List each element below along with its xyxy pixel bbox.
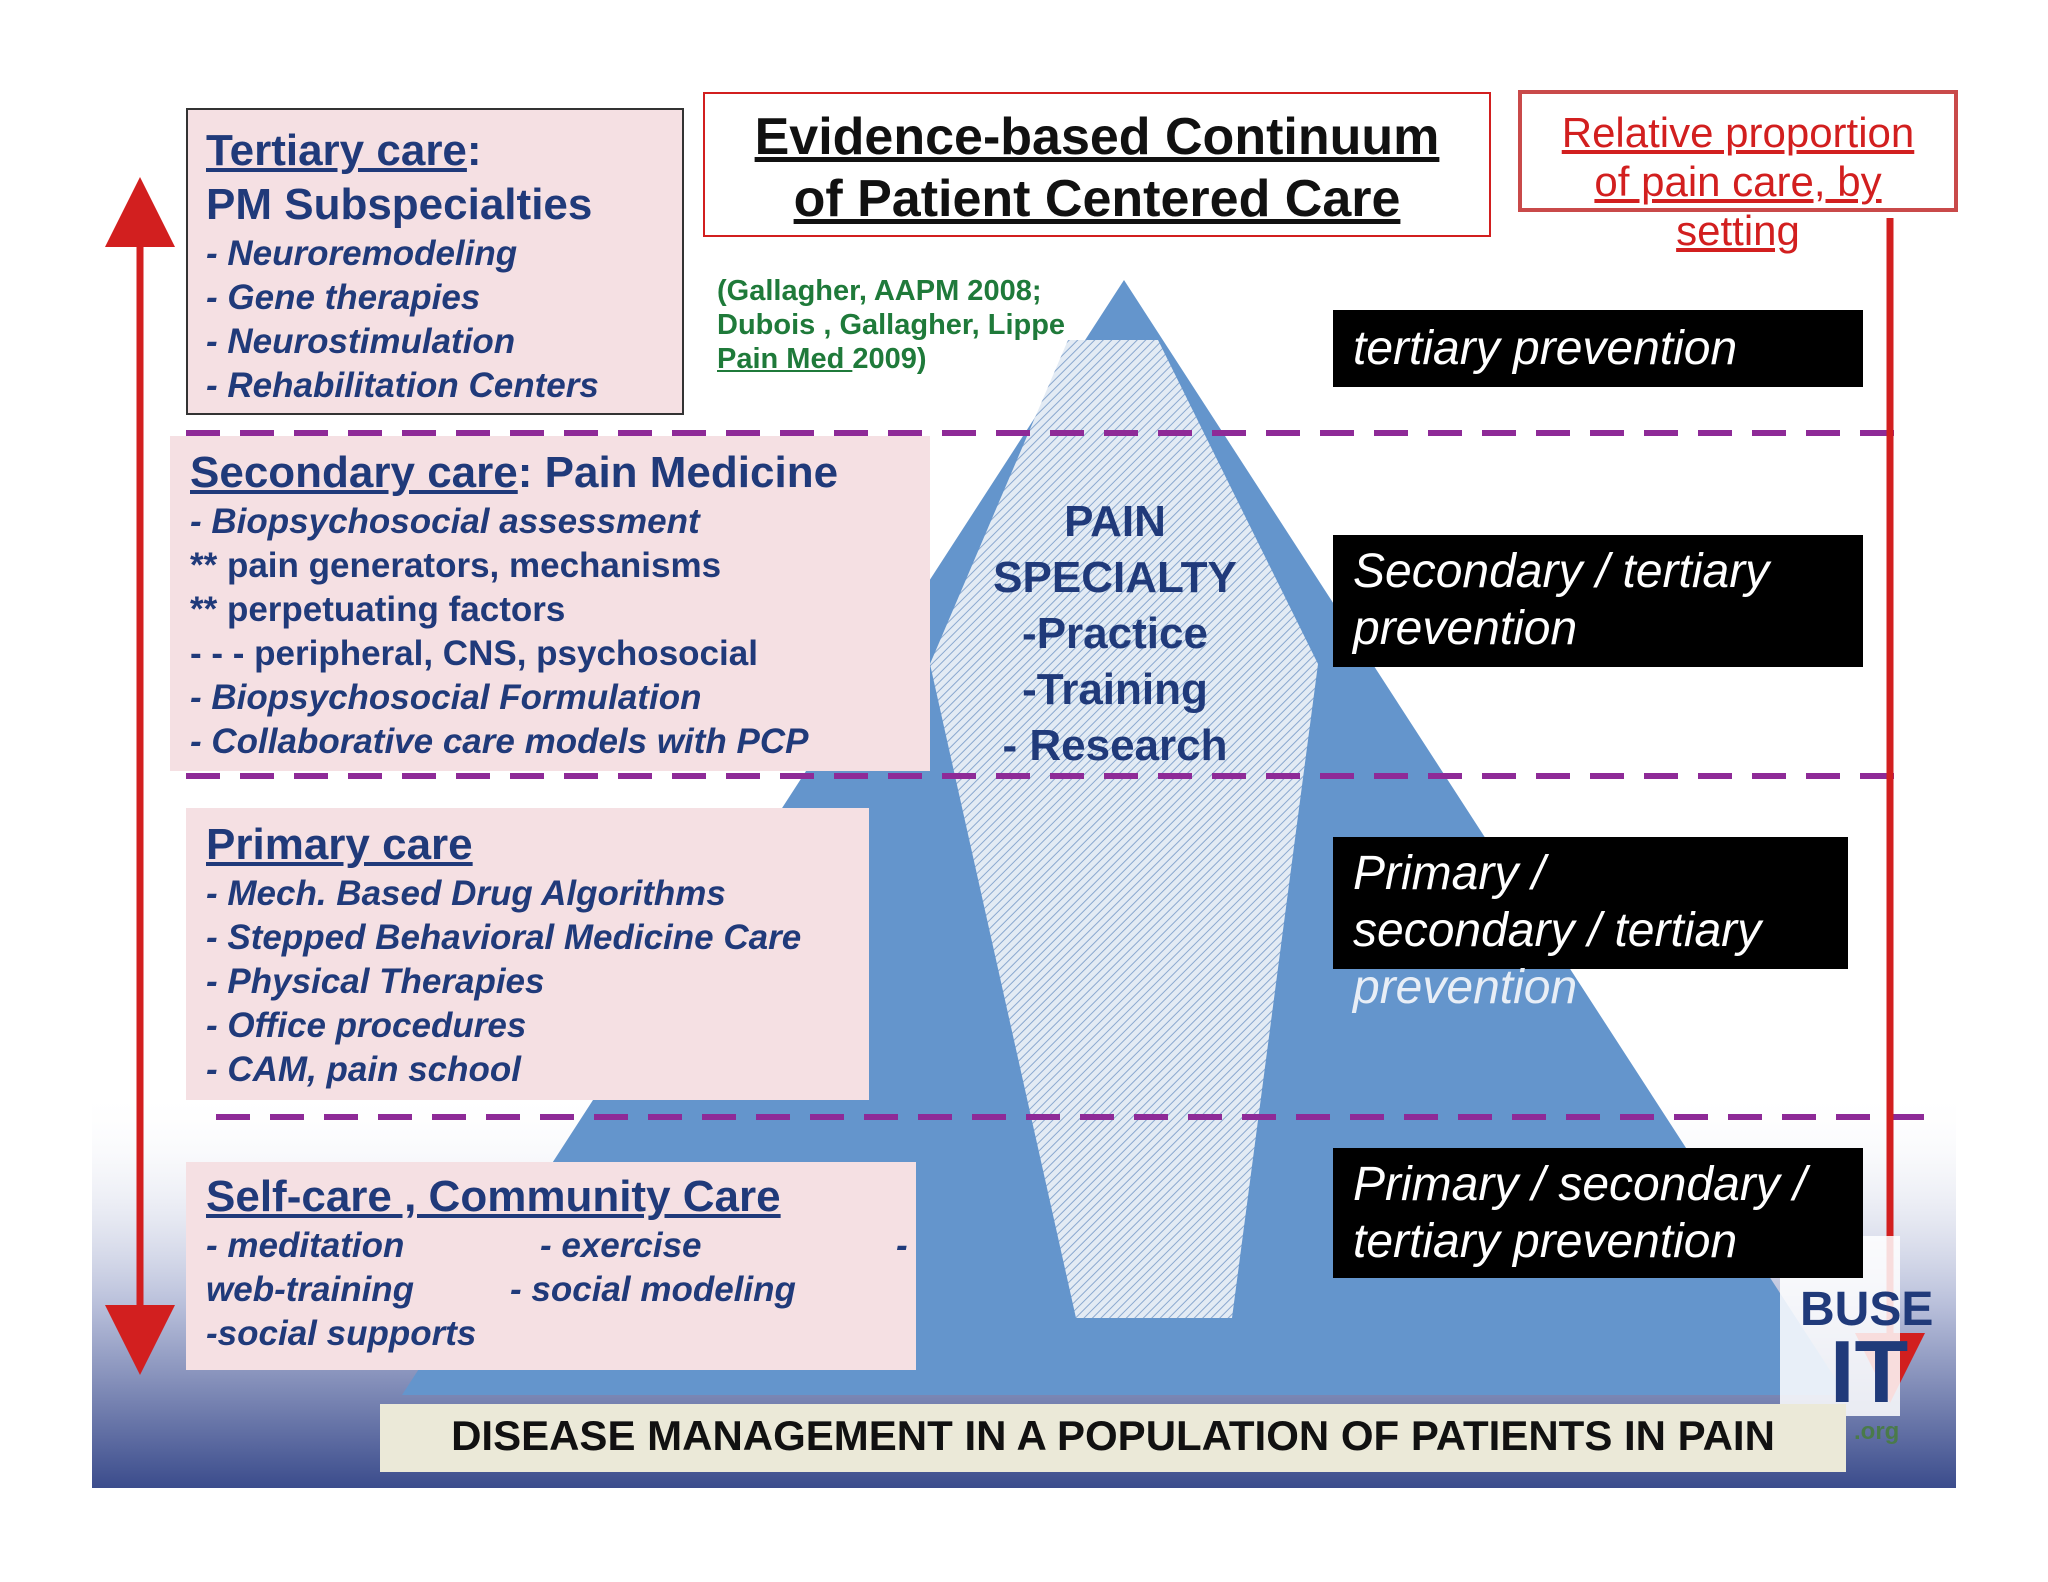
relative-line-3[interactable]: setting bbox=[1676, 207, 1800, 254]
tertiary-item: - Rehabilitation Centers bbox=[206, 366, 599, 405]
tertiary-item: - Neurostimulation bbox=[206, 322, 516, 361]
specialty-line: PAIN bbox=[1064, 497, 1166, 546]
secondary-item: - Biopsychosocial Formulation bbox=[190, 678, 702, 717]
selfcare-heading: Self-care , Community Care bbox=[206, 1170, 916, 1224]
selfcare-item-dash: - bbox=[896, 1226, 908, 1265]
prevention-line: tertiary prevention bbox=[1353, 322, 1738, 375]
relative-line-1[interactable]: Relative proportion bbox=[1561, 109, 1915, 156]
primary-item: - Stepped Behavioral Medicine Care bbox=[206, 918, 802, 957]
primary-item: - Mech. Based Drug Algorithms bbox=[206, 874, 726, 913]
tertiary-heading-label: Tertiary care bbox=[206, 126, 467, 175]
selfcare-row-2: web-training - social modeling bbox=[206, 1268, 916, 1312]
primary-care-box: Primary care - Mech. Based Drug Algorith… bbox=[186, 808, 869, 1100]
secondary-heading: Secondary care: Pain Medicine bbox=[190, 446, 930, 500]
prevention-box-primary: Primary / secondary / tertiary preventio… bbox=[1333, 837, 1848, 1014]
title-box: Evidence-based Continuum of Patient Cent… bbox=[703, 92, 1491, 237]
secondary-care-box: Secondary care: Pain Medicine - Biopsych… bbox=[170, 436, 930, 771]
prevention-line: secondary / tertiary bbox=[1353, 904, 1762, 957]
tertiary-subheading: PM Subspecialties bbox=[206, 180, 593, 229]
relative-line-2[interactable]: of pain care, by bbox=[1594, 158, 1882, 205]
logo-fragment-org: .org bbox=[1854, 1418, 1900, 1445]
selfcare-item-meditation: - meditation bbox=[206, 1226, 405, 1265]
selfcare-box: Self-care , Community Care - meditation … bbox=[186, 1162, 916, 1370]
specialty-line: SPECIALTY bbox=[993, 553, 1237, 602]
logo-fragment-buse: BUSE bbox=[1800, 1283, 1934, 1336]
primary-heading-label: Primary care bbox=[206, 820, 473, 869]
pain-specialty-diamond bbox=[930, 340, 1318, 1318]
secondary-heading-label: Secondary care bbox=[190, 448, 518, 497]
logo-fragment-it: IT bbox=[1830, 1322, 1909, 1421]
secondary-item: - Collaborative care models with PCP bbox=[190, 722, 809, 761]
prevention-line-overflow: prevention bbox=[1353, 961, 1578, 1014]
primary-heading: Primary care bbox=[206, 818, 869, 872]
prevention-box-tertiary: tertiary prevention bbox=[1333, 310, 1863, 387]
selfcare-row-1: - meditation - exercise - bbox=[206, 1224, 916, 1268]
secondary-item: ** pain generators, mechanisms bbox=[190, 546, 722, 585]
citation-journal-link[interactable]: Pain Med bbox=[717, 343, 853, 375]
selfcare-heading-label: Self-care , Community Care bbox=[206, 1172, 781, 1221]
specialty-line: -Training bbox=[1022, 665, 1208, 714]
tertiary-heading: Tertiary care: bbox=[206, 124, 682, 178]
secondary-item: ** perpetuating factors bbox=[190, 590, 566, 629]
prevention-box-all: Primary / secondary / tertiary preventio… bbox=[1333, 1148, 1863, 1278]
prevention-line: Secondary / tertiary bbox=[1353, 545, 1770, 598]
tertiary-item: - Gene therapies bbox=[206, 278, 481, 317]
title-line-2: of Patient Centered Care bbox=[793, 170, 1401, 228]
primary-item: - Office procedures bbox=[206, 1006, 527, 1045]
citation-year: 2009) bbox=[852, 343, 927, 375]
citation-line-3: Pain Med 2009) bbox=[717, 342, 1065, 376]
title-line-1: Evidence-based Continuum bbox=[754, 108, 1440, 166]
secondary-heading-rest: : Pain Medicine bbox=[517, 448, 839, 497]
tertiary-care-box: Tertiary care: PM Subspecialties - Neuro… bbox=[186, 108, 684, 415]
selfcare-item-web-training: web-training bbox=[206, 1270, 415, 1309]
prevention-line: tertiary prevention bbox=[1353, 1215, 1738, 1268]
prevention-line: Primary / secondary / bbox=[1353, 1158, 1807, 1211]
citation-line-2: Dubois , Gallagher, Lippe bbox=[717, 309, 1066, 341]
prevention-line: prevention bbox=[1353, 602, 1578, 655]
selfcare-item-social-modeling: - social modeling bbox=[510, 1270, 796, 1309]
tertiary-heading-colon: : bbox=[466, 126, 482, 175]
secondary-item: - Biopsychosocial assessment bbox=[190, 502, 700, 541]
prevention-box-secondary: Secondary / tertiary prevention bbox=[1333, 535, 1863, 667]
specialty-line: -Practice bbox=[1022, 609, 1208, 658]
primary-item: - Physical Therapies bbox=[206, 962, 545, 1001]
relative-proportion-box: Relative proportion of pain care, by set… bbox=[1518, 90, 1958, 254]
selfcare-item-exercise: - exercise bbox=[540, 1226, 702, 1265]
secondary-item: - - - peripheral, CNS, psychosocial bbox=[190, 634, 758, 673]
specialty-line: - Research bbox=[1002, 721, 1228, 770]
pain-specialty-label: PAIN SPECIALTY -Practice -Training - Res… bbox=[960, 494, 1270, 774]
primary-item: - CAM, pain school bbox=[206, 1050, 521, 1089]
prevention-line: Primary / bbox=[1353, 847, 1545, 900]
selfcare-item-social-supports: -social supports bbox=[206, 1314, 477, 1353]
citation: (Gallagher, AAPM 2008; Dubois , Gallaghe… bbox=[717, 274, 1065, 376]
tertiary-item: - Neuroremodeling bbox=[206, 234, 518, 273]
disease-management-label: DISEASE MANAGEMENT IN A POPULATION OF PA… bbox=[380, 1404, 1846, 1472]
citation-line-1: (Gallagher, AAPM 2008; bbox=[717, 275, 1042, 307]
